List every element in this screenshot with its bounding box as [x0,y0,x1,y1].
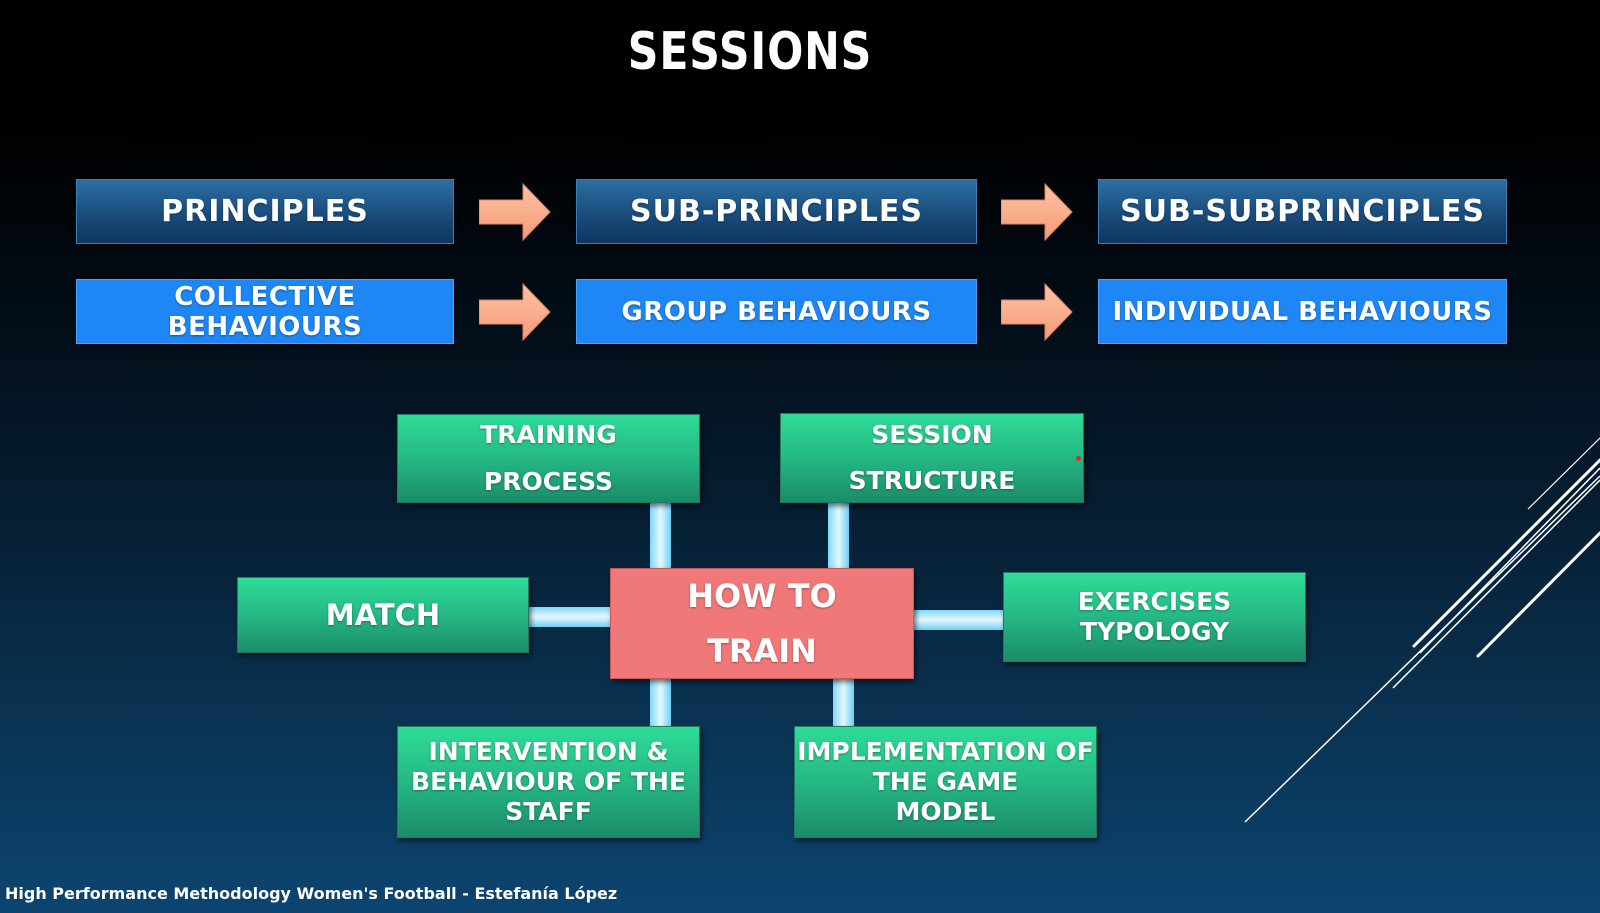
node-line: STRUCTURE [848,466,1016,495]
deco-line [1419,467,1600,654]
node-line: EXERCISES [1077,587,1232,616]
individual-behaviours-box: INDIVIDUAL BEHAVIOURS [1098,279,1507,344]
deco-line [1392,479,1600,689]
right-arrow-icon [479,283,551,341]
sub-subprinciples-box: SUB-SUBPRINCIPLES [1098,179,1507,244]
node-line: THE GAME [872,767,1019,796]
connector-intervention [650,678,671,726]
deco-line [1476,531,1600,658]
sub-principles-box: SUB-PRINCIPLES [576,179,977,244]
node-line: STAFF [505,797,592,826]
principles-label: PRINCIPLES [161,194,369,229]
connector-match [529,607,612,627]
intervention-node: INTERVENTION & BEHAVIOUR OF THE STAFF [397,726,700,838]
deco-line [1412,458,1600,648]
connector-implementation [833,678,854,726]
node-line: TYPOLOGY [1079,617,1230,646]
sub-principles-label: SUB-PRINCIPLES [629,194,924,229]
session-structure-node: SESSION STRUCTURE [780,413,1084,503]
collective-behaviours-label: COLLECTIVE BEHAVIOURS [167,281,363,342]
connector-session-structure [828,503,849,569]
node-line: MATCH [325,597,441,632]
group-behaviours-box: GROUP BEHAVIOURS [576,279,977,344]
implementation-node: IMPLEMENTATION OF THE GAME MODEL [794,726,1097,838]
node-line: TRAINING [480,420,617,450]
individual-behaviours-label: INDIVIDUAL BEHAVIOURS [1112,296,1493,327]
match-node: MATCH [237,577,529,653]
sub-subprinciples-label: SUB-SUBPRINCIPLES [1120,194,1485,229]
right-arrow-icon [1001,183,1073,241]
right-arrow-icon [1001,283,1073,341]
node-line: INTERVENTION & [428,737,669,766]
node-line: IMPLEMENTATION OF [797,737,1094,766]
group-behaviours-label: GROUP BEHAVIOURS [621,296,932,327]
deco-line [1527,437,1600,510]
center-line: TRAIN [707,631,817,670]
right-arrow-icon [479,183,551,241]
connector-training-process [650,503,671,569]
connector-exercises-typology [913,610,1003,630]
principles-box: PRINCIPLES [76,179,454,244]
node-line: BEHAVIOUR OF THE [411,767,686,796]
exercises-typology-node: EXERCISES TYPOLOGY [1003,572,1306,662]
node-line: SESSION [871,419,993,449]
node-line: MODEL [895,797,996,826]
node-line: PROCESS [483,466,614,496]
collective-behaviours-box: COLLECTIVE BEHAVIOURS [76,279,454,344]
red-dot-marker [1076,456,1081,461]
slide-footer: High Performance Methodology Women's Foo… [5,884,618,903]
center-line: HOW TO [687,577,837,616]
slide-title: SESSIONS [627,22,873,82]
training-process-node: TRAINING PROCESS [397,414,700,503]
how-to-train-center: HOW TO TRAIN [610,568,914,679]
